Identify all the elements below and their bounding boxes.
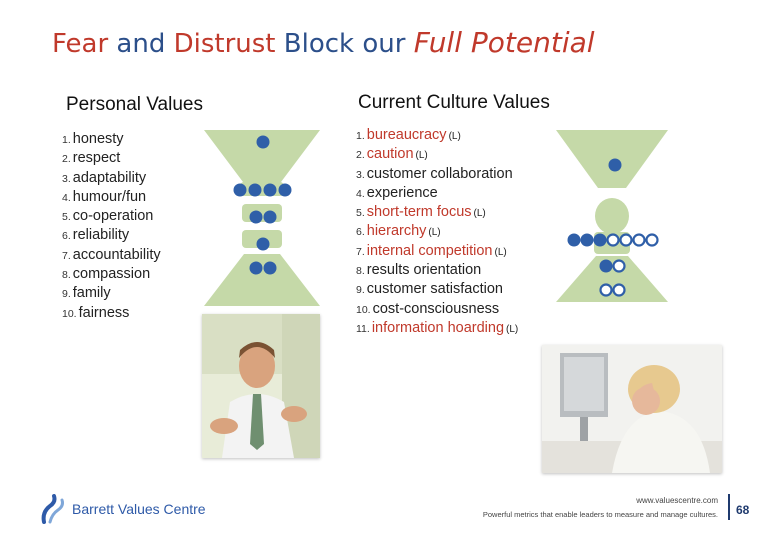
title-word-distrust: Distrust [173,29,276,59]
value-dot [249,210,263,224]
list-item: 3.customer collaboration [356,165,513,182]
value-dot [567,233,581,247]
culture-values-heading: Current Culture Values [358,92,550,113]
value-dot [263,261,277,275]
value-dot-hollow [619,233,633,247]
list-item: 5.short-term focus(L) [356,204,486,221]
value-dot [248,183,262,197]
stressed-woman-photo [542,345,722,473]
value-dot [278,183,292,197]
barrett-values-centre-logo: Barrett Values Centre [40,494,206,524]
personal-hourglass-diagram [204,130,320,306]
list-item: 7.accountability [62,246,161,263]
footer-tagline: Powerful metrics that enable leaders to … [482,510,718,519]
list-item: 9.customer satisfaction [356,281,503,298]
list-item: 8.compassion [62,266,151,283]
hourglass-bottom-funnel [556,256,668,302]
page-number: 68 [736,503,750,517]
list-item: 6.hierarchy(L) [356,223,441,240]
list-item: 2.caution(L) [356,146,428,163]
list-item: 1.bureaucracy(L) [356,127,461,143]
list-item: 10.fairness [62,304,130,321]
list-item: 9.family [62,285,111,302]
value-dot [256,135,270,149]
value-dot [599,259,613,273]
personal-values-heading: Personal Values [66,94,203,115]
list-item: 7.internal competition(L) [356,242,507,259]
hourglass-bottom-funnel [204,254,320,306]
value-dot [580,233,594,247]
culture-hourglass-diagram [556,130,668,302]
value-dot-hollow [599,283,613,297]
value-dot-hollow [645,233,659,247]
list-item: 5.co-operation [62,208,154,225]
list-item: 8.results orientation [356,262,482,279]
list-item: 2.respect [62,150,121,167]
hourglass-top-funnel [204,130,320,186]
slide-title: Fear and Distrust Block our Full Potenti… [52,26,595,59]
barrett-logo-icon [41,494,64,524]
value-dot [593,233,607,247]
list-item: 10.cost-consciousness [356,300,500,317]
hourglass-center-circle [595,198,629,234]
list-item: 4.experience [356,184,438,201]
culture-values-list: 1.bureaucracy(L) 2.caution(L) 3.customer… [356,126,518,338]
title-word-and: and [108,29,174,59]
value-dot-hollow [632,233,646,247]
smiling-man-photo [202,314,320,458]
logo-text: Barrett Values Centre [72,501,206,517]
list-item: 3.adaptability [62,169,147,186]
value-dot [263,183,277,197]
list-item: 1.honesty [62,131,124,147]
value-dot [256,237,270,251]
title-word-fear: Fear [52,29,109,59]
value-dot-hollow [612,259,626,273]
title-word-block: Block our [275,29,414,59]
hourglass-band-upper [240,182,284,196]
personal-values-list: 1.honesty 2.respect 3.adaptability 4.hum… [62,130,161,323]
value-dot [249,261,263,275]
footer-url: www.valuescentre.com [636,496,718,505]
list-item: 4.humour/fun [62,188,147,205]
value-dot [263,210,277,224]
footer-divider [728,494,730,520]
value-dot-hollow [606,233,620,247]
hourglass-top-funnel [556,130,668,188]
value-dot [608,158,622,172]
list-item: 6.reliability [62,227,130,244]
value-dot-hollow [612,283,626,297]
title-word-potential: Full Potential [413,26,595,59]
list-item: 11.information hoarding(L) [356,319,519,336]
value-dot [233,183,247,197]
